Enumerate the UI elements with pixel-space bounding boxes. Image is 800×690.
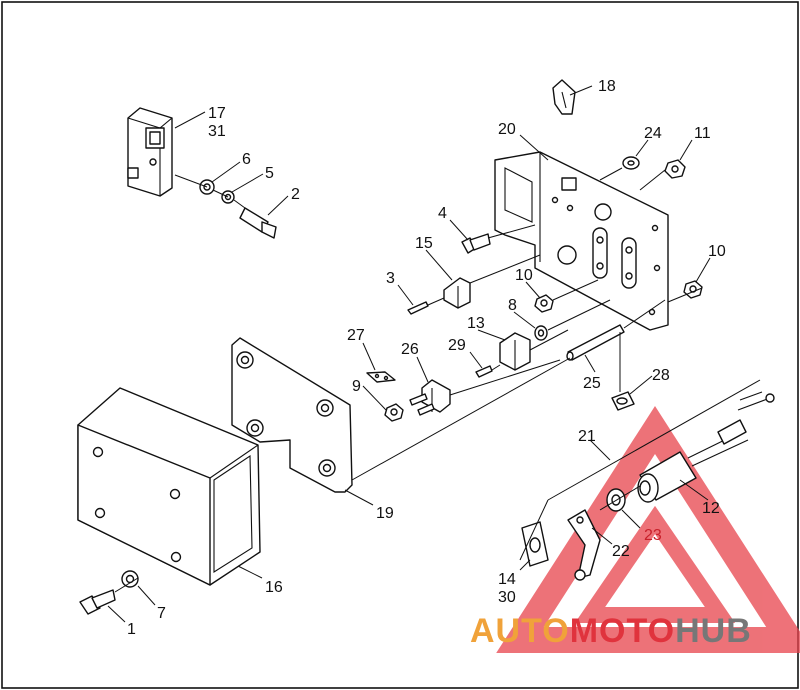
callout-29: 29: [448, 337, 466, 354]
watermark-moto: MOTO: [570, 612, 675, 650]
callout-24: 24: [644, 125, 662, 142]
part-20-bracket: [494, 151, 669, 331]
callout-12: 12: [702, 500, 720, 517]
part-8-washer: [534, 325, 548, 341]
callout-13: 13: [467, 315, 485, 332]
part-27-plate: [366, 371, 396, 383]
watermark-auto: AUTO: [470, 612, 570, 650]
part-19-plate: [231, 337, 353, 493]
callout-16: 16: [265, 579, 283, 596]
callout-3: 3: [386, 270, 395, 287]
part-2-bolt: [239, 207, 277, 239]
callout-4: 4: [438, 205, 447, 222]
watermark-logo: AUTOMOTOHUB: [470, 612, 752, 650]
callout-18: 18: [598, 78, 616, 95]
part-18-clip: [552, 79, 576, 115]
part-4-bolt: [461, 233, 491, 254]
callout-30: 30: [498, 589, 516, 606]
part-1-bolt: [79, 589, 116, 615]
callout-23: 23: [644, 527, 662, 544]
callout-14: 14: [498, 571, 516, 588]
callout-7: 7: [157, 605, 166, 622]
callout-6: 6: [242, 151, 251, 168]
part-3-screw: [407, 301, 429, 315]
watermark-hub: HUB: [675, 612, 752, 650]
part-16-cover: [77, 387, 261, 586]
callout-labels: 17 31 6 5 2 18 20 24 11 4 15 3 10 10 8 1…: [127, 78, 726, 638]
callout-22: 22: [612, 543, 630, 560]
callout-10b: 10: [708, 243, 726, 260]
part-13-bracket: [499, 332, 531, 371]
part-15-bracket: [443, 277, 471, 309]
part-17-block: [127, 107, 173, 197]
part-25-stud: [566, 324, 625, 361]
callout-10a: 10: [515, 267, 533, 284]
part-12-switch: [637, 391, 775, 503]
callout-20: 20: [498, 121, 516, 138]
callout-25: 25: [583, 375, 601, 392]
part-7-washer: [121, 570, 139, 588]
part-26-block: [421, 379, 451, 413]
part-10-nut-a: [534, 294, 554, 313]
callout-26: 26: [401, 341, 419, 358]
callout-1: 1: [127, 621, 136, 638]
leader-lines: [107, 85, 711, 623]
callout-2: 2: [291, 186, 300, 203]
callout-27: 27: [347, 327, 365, 344]
callout-31: 31: [208, 123, 226, 140]
callout-17: 17: [208, 105, 226, 122]
part-11-nut: [664, 159, 686, 179]
callout-21: 21: [578, 428, 596, 445]
callout-15: 15: [415, 235, 433, 252]
part-29-pin: [475, 365, 493, 378]
part-14-plate: [521, 521, 549, 567]
callout-19: 19: [376, 505, 394, 522]
callout-5: 5: [265, 165, 274, 182]
part-24-grommet: [622, 156, 640, 170]
callout-9: 9: [352, 378, 361, 395]
callout-11: 11: [694, 125, 711, 142]
part-28-clip: [611, 391, 635, 411]
part-22-clamp: [567, 509, 601, 581]
callout-28: 28: [652, 367, 670, 384]
assembly-lines: [114, 167, 761, 593]
callout-8: 8: [508, 297, 517, 314]
part-9-nut: [384, 393, 435, 422]
svg-text:AUTOMOTOHUB: AUTOMOTOHUB: [470, 612, 752, 650]
